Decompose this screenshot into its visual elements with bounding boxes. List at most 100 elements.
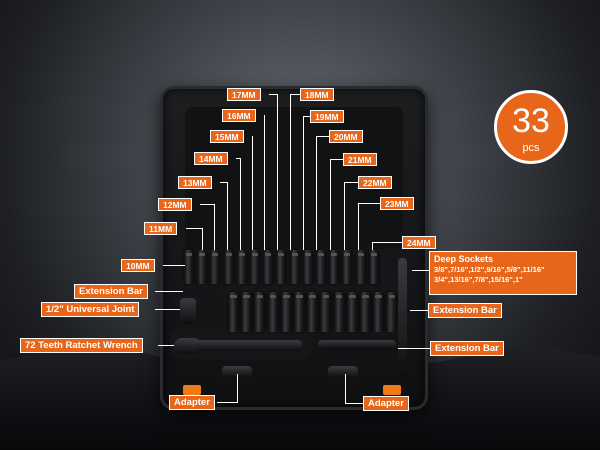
short-socket (267, 292, 279, 332)
leader-universal-joint (155, 309, 180, 310)
leader-20mm-v (316, 136, 317, 250)
short-socket (228, 292, 239, 332)
size-label-10mm: 10MM (121, 259, 155, 272)
leader-extension-right-2 (398, 348, 430, 349)
deep-socket (197, 250, 208, 284)
deep-socket (316, 250, 326, 284)
leader-17mm (269, 94, 277, 95)
leader-23mm-v (358, 203, 359, 250)
leader-22mm (344, 182, 358, 183)
leader-11mm-v (202, 228, 203, 250)
leader-12mm-v (214, 204, 215, 250)
deep-socket (276, 250, 287, 284)
leader-adapter-left-h (217, 402, 237, 403)
extension-bar-right-2-label: Extension Bar (430, 341, 504, 356)
short-socket (280, 292, 292, 332)
leader-14mm (236, 158, 240, 159)
deep-socket (368, 250, 379, 284)
short-socket (346, 292, 358, 332)
adapter-right-label: Adapter (363, 396, 409, 411)
leader-17mm-v (277, 94, 278, 250)
leader-12mm (200, 204, 214, 205)
size-label-15mm: 15MM (210, 130, 244, 143)
size-label-11mm: 11MM (144, 222, 178, 235)
pieces-unit: pcs (522, 142, 540, 154)
leader-adapter-right-v (345, 374, 346, 404)
deep-sockets-sizes-1: 3/8",7/16",1/2",9/16",5/8",11/16" (434, 265, 545, 274)
deep-socket (263, 250, 274, 284)
leader-adapter-left-v (237, 374, 238, 403)
universal-joint-label: 1/2" Universal Joint (41, 302, 140, 317)
leader-21mm-v (330, 159, 331, 250)
deep-socket (329, 250, 340, 284)
leader-19mm (303, 116, 310, 117)
leader-18mm (290, 94, 300, 95)
case-latch-right (383, 385, 401, 395)
adapter-left-part (222, 366, 252, 378)
short-socket (241, 292, 253, 332)
extension-bar-long (398, 258, 407, 378)
leader-18mm-v (290, 94, 291, 250)
ratchet-handle (196, 340, 302, 351)
short-socket (254, 292, 266, 332)
leader-ratchet (158, 345, 174, 346)
leader-10mm (163, 265, 185, 266)
short-socket (320, 292, 332, 332)
size-label-21mm: 21MM (343, 153, 377, 166)
ratchet-head (174, 338, 202, 354)
leader-11mm (186, 228, 202, 229)
deep-socket (342, 250, 353, 284)
leader-15mm-v (252, 136, 253, 250)
deep-sockets-title: Deep Sockets (434, 254, 494, 264)
deep-socket (210, 250, 221, 284)
deep-socket (184, 250, 194, 284)
size-label-13mm: 13MM (178, 176, 212, 189)
short-socket (373, 292, 385, 332)
size-label-23mm: 23MM (380, 197, 414, 210)
tool-case (160, 86, 428, 410)
adapter-left-label: Adapter (169, 395, 215, 410)
pieces-count: 33 (512, 102, 550, 140)
size-label-12mm: 12MM (158, 198, 192, 211)
short-socket (386, 292, 398, 332)
deep-socket (223, 250, 234, 284)
leader-22mm-v (344, 182, 345, 250)
leader-extension-right-1 (410, 310, 428, 311)
extension-bar-right-1-label: Extension Bar (428, 303, 502, 318)
deep-socket (289, 250, 300, 284)
leader-14mm-v (240, 158, 241, 250)
size-label-17mm: 17MM (227, 88, 261, 101)
size-label-16mm: 16MM (222, 109, 256, 122)
leader-20mm (316, 136, 329, 137)
size-label-18mm: 18MM (300, 88, 334, 101)
leader-adapter-right-h (345, 403, 363, 404)
leader-23mm (358, 203, 380, 204)
deep-sockets-sizes-2: 3/4",13/16",7/8",15/16",1" (434, 275, 523, 284)
extension-bar-left-label: Extension Bar (74, 284, 148, 299)
universal-joint (180, 298, 196, 324)
deep-sockets-leader (412, 270, 429, 271)
deep-sockets-box: Deep Sockets 3/8",7/16",1/2",9/16",5/8",… (429, 251, 577, 295)
short-socket (333, 292, 345, 332)
size-label-19mm: 19MM (310, 110, 344, 123)
leader-19mm-v (303, 116, 304, 250)
leader-24mm-v (372, 242, 373, 250)
size-label-24mm: 24MM (402, 236, 436, 249)
extension-bar-short (318, 340, 396, 349)
adapter-right-part (328, 366, 358, 378)
deep-socket (302, 250, 313, 284)
short-socket (307, 292, 319, 332)
leader-21mm (330, 159, 343, 160)
deep-socket (250, 250, 260, 284)
size-label-20mm: 20MM (329, 130, 363, 143)
deep-socket (355, 250, 366, 284)
short-socket (360, 292, 371, 332)
ratchet-wrench-label: 72 Teeth Ratchet Wrench (20, 338, 143, 353)
leader-24mm (372, 242, 402, 243)
leader-16mm-v (264, 115, 265, 250)
leader-extension-left (155, 291, 183, 292)
pieces-count-badge: 33 pcs (494, 90, 568, 164)
leader-13mm-v (227, 182, 228, 250)
deep-socket (236, 250, 247, 284)
short-socket (294, 292, 305, 332)
